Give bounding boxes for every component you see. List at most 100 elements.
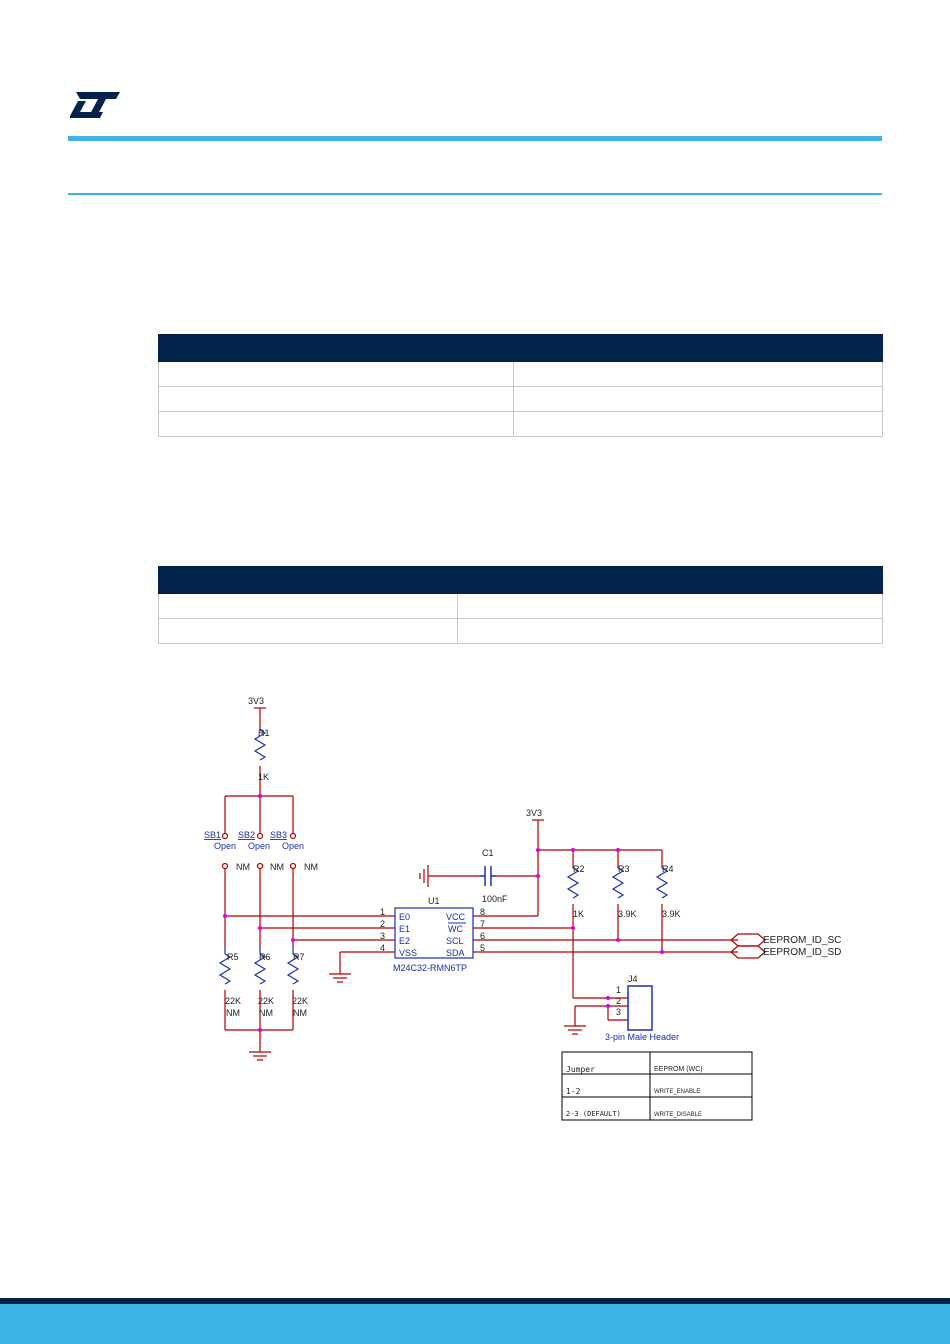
- u1-pin-name: SDA: [446, 948, 465, 958]
- table-2-header-row: [158, 566, 883, 594]
- footer-band-light: [0, 1304, 950, 1344]
- u1-ref: U1: [428, 896, 440, 906]
- power-label-right: 3V3: [526, 808, 542, 818]
- u1-pin-num: 5: [480, 943, 485, 953]
- table-cell: [158, 334, 514, 362]
- sb1-nm: NM: [236, 862, 250, 872]
- c1-capacitor: [480, 866, 496, 886]
- jumper-table: Jumper EEPROM (WC) 1-2 WRITE_ENABLE 2-3 …: [561, 1051, 753, 1121]
- u1-pin-name: E1: [399, 924, 410, 934]
- r5-value: 22K: [225, 996, 241, 1006]
- u1-pin-name: WC: [448, 924, 463, 934]
- table-cell: [457, 618, 883, 644]
- table-cell: [457, 566, 883, 594]
- jumper-table-cell: 2-3 (DEFAULT): [566, 1110, 621, 1118]
- u1-pin-num: 2: [380, 919, 385, 929]
- j4-pin: 2: [616, 996, 621, 1006]
- sb2-ref: SB2: [238, 830, 255, 840]
- table-row: [158, 618, 883, 644]
- jumper-table-cell: WRITE_ENABLE: [654, 1089, 700, 1095]
- r1-ref: R1: [258, 728, 270, 738]
- jumper-table-header: EEPROM (WC): [654, 1066, 703, 1073]
- r2-ref: R2: [573, 864, 585, 874]
- table-cell: [513, 386, 883, 412]
- u1-pin-num: 3: [380, 931, 385, 941]
- r6-value: 22K: [258, 996, 274, 1006]
- r7-value: 22K: [292, 996, 308, 1006]
- table-cell: [158, 566, 458, 594]
- sb3-nm: NM: [304, 862, 318, 872]
- u1-pin-name: E0: [399, 912, 410, 922]
- table-cell: [158, 361, 514, 387]
- j4-desc: 3-pin Male Header: [605, 1032, 679, 1042]
- header-rule-thin: [68, 193, 882, 195]
- c1-value: 100nF: [482, 894, 508, 904]
- r4-ref: R4: [662, 864, 674, 874]
- sb2-state: Open: [248, 841, 270, 851]
- net-flags: [730, 933, 766, 959]
- u1-pin-name: SCL: [446, 936, 464, 946]
- resistors: [219, 729, 668, 985]
- table-1: [158, 334, 883, 437]
- header-rule-thick: [68, 136, 882, 141]
- u1-pin-name: VCC: [446, 912, 466, 922]
- table-cell: [513, 361, 883, 387]
- sb1-ref: SB1: [204, 830, 221, 840]
- table-cell: [457, 593, 883, 619]
- table-cell: [513, 411, 883, 437]
- r3-value: 3.9K: [618, 909, 637, 919]
- table-row: [158, 386, 883, 412]
- j4-ref: J4: [628, 974, 638, 984]
- r6-ref: R6: [259, 952, 271, 962]
- table-cell: [158, 411, 514, 437]
- sb3-state: Open: [282, 841, 304, 851]
- table-row: [158, 411, 883, 437]
- j4-pin: 1: [616, 985, 621, 995]
- r4-value: 3.9K: [662, 909, 681, 919]
- table-row: [158, 361, 883, 387]
- power-symbols: [254, 707, 544, 821]
- r7-note: NM: [293, 1008, 307, 1018]
- r5-note: NM: [226, 1008, 240, 1018]
- r2-value: 1K: [573, 909, 584, 919]
- table-row: [158, 593, 883, 619]
- u1-pin-name: E2: [399, 936, 410, 946]
- st-logo: [66, 90, 122, 125]
- u1-pin-num: 7: [480, 919, 485, 929]
- table-2: [158, 566, 883, 644]
- u1-pin-name: VSS: [399, 948, 417, 958]
- footer-band-dark: [0, 1298, 950, 1304]
- r3-ref: R3: [618, 864, 630, 874]
- solder-bridge-pads: [221, 832, 297, 870]
- u1-pin-num: 1: [380, 907, 385, 917]
- table-cell: [158, 618, 458, 644]
- ground-symbols: [249, 865, 586, 1061]
- table-cell: [158, 386, 514, 412]
- u1-pin-num: 4: [380, 943, 385, 953]
- resistor-leads: [224, 948, 294, 954]
- u1-part: M24C32-RMN6TP: [393, 963, 467, 973]
- r1-value: 1K: [258, 772, 269, 782]
- power-label-top: 3V3: [248, 696, 264, 706]
- u1-pin-num: 6: [480, 931, 485, 941]
- c1-ref: C1: [482, 848, 494, 858]
- table-cell: [513, 334, 883, 362]
- wires: [224, 708, 738, 1052]
- net-label-sd: EEPROM_ID_SD: [763, 947, 841, 958]
- eeprom-schematic: 3V3 3V3 R1 1K SB1 SB2 SB3 Open Open Open…: [204, 696, 841, 1121]
- jumper-table-cell: WRITE_DISABLE: [654, 1112, 702, 1118]
- jumper-table-header: Jumper: [566, 1065, 595, 1074]
- net-label-sc: EEPROM_ID_SC: [763, 935, 841, 946]
- u1-body: [394, 907, 474, 959]
- junction-dots: [223, 794, 664, 1032]
- sb2-nm: NM: [270, 862, 284, 872]
- j4-body: [627, 985, 653, 1031]
- jumper-table-cell: 1-2: [566, 1087, 581, 1096]
- j4-pin: 3: [616, 1007, 621, 1017]
- u1-pin-num: 8: [480, 907, 485, 917]
- r6-note: NM: [259, 1008, 273, 1018]
- sb1-state: Open: [214, 841, 236, 851]
- r5-ref: R5: [227, 952, 239, 962]
- table-cell: [158, 593, 458, 619]
- table-1-header-row: [158, 334, 883, 362]
